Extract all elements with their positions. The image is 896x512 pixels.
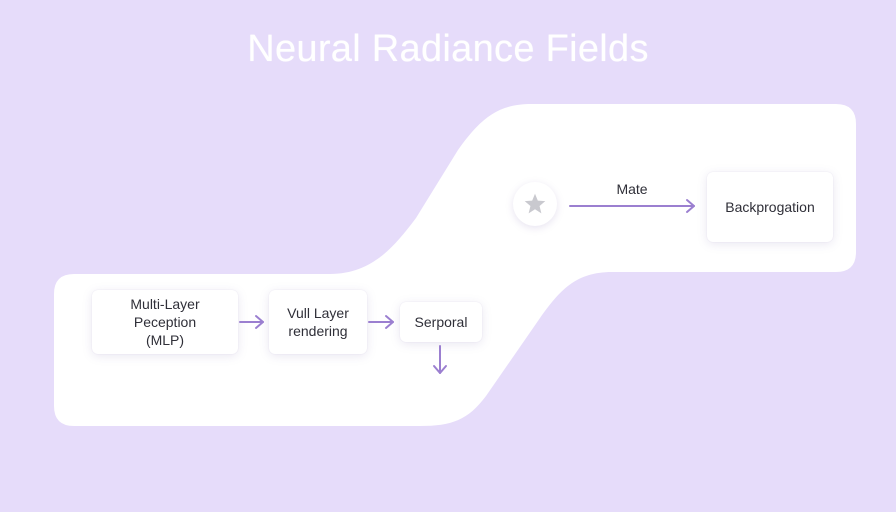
node-volume-rendering: Vull Layer rendering <box>269 290 367 354</box>
white-flow-panel <box>54 104 856 426</box>
star-icon <box>524 193 546 214</box>
edge-label-mate: Mate <box>616 181 648 197</box>
node-volume-line1: Vull Layer <box>287 305 349 321</box>
node-multi-layer-perceptron: Multi-Layer Peception (MLP) <box>92 290 238 354</box>
node-mlp-line1: Multi-Layer Peception <box>130 296 200 330</box>
node-serporal-label: Serporal <box>414 314 468 330</box>
node-backprop-label: Backprogation <box>725 199 815 215</box>
node-volume-line2: rendering <box>288 323 348 339</box>
node-backpropagation: Backprogation <box>707 172 833 242</box>
star-node <box>513 182 557 226</box>
node-mlp-line2: (MLP) <box>145 332 185 348</box>
node-serporal: Serporal <box>400 302 482 342</box>
diagram-title: Neural Radiance Fields <box>247 28 649 70</box>
